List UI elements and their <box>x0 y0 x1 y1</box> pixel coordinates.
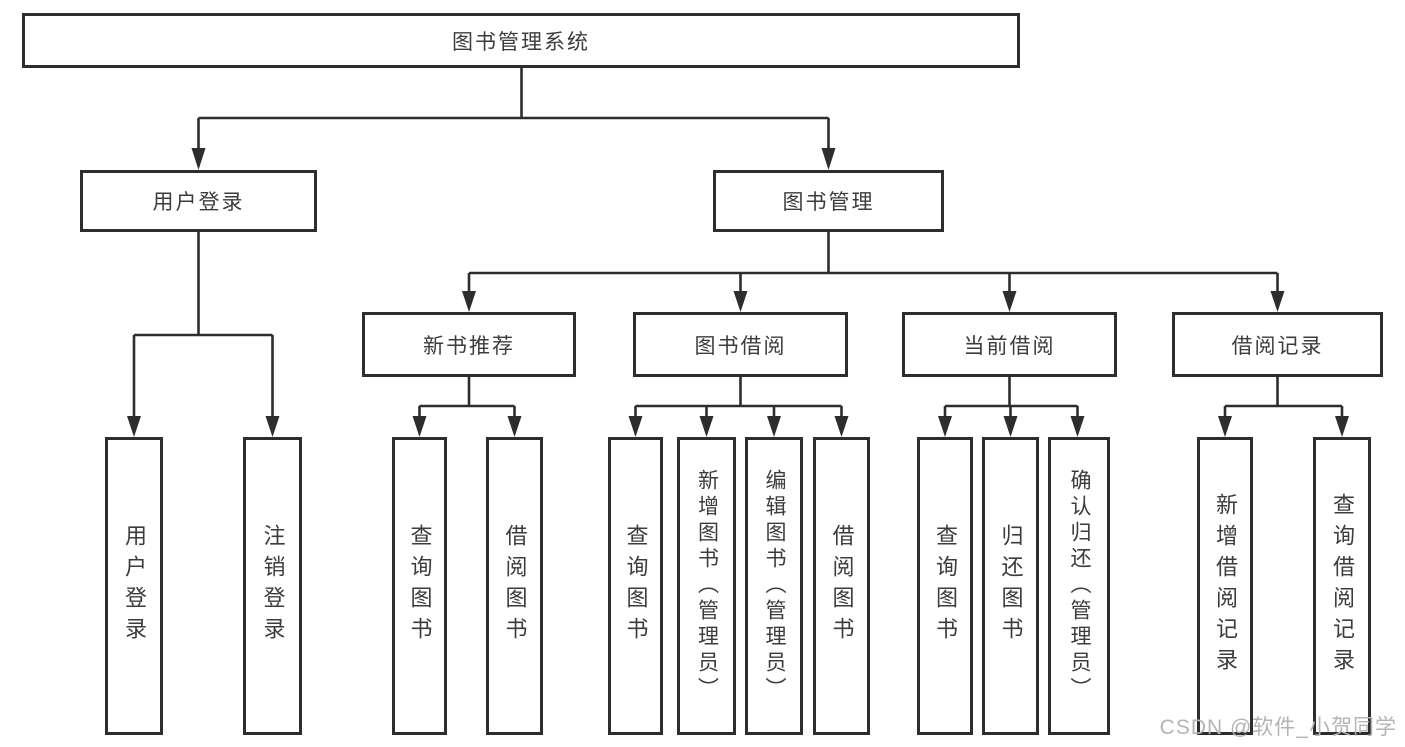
node-new-book-recommend: 新书推荐 <box>362 312 576 377</box>
leaf-query-borrow-record-label: 查询借阅记录 <box>1330 493 1355 679</box>
leaf-borrow-books-recommend-label: 借阅图书 <box>502 524 528 648</box>
node-book-borrow-label: 图书借阅 <box>694 334 787 358</box>
leaf-confirm-return-admin-label: 确认归还（管理员） <box>1068 469 1091 703</box>
leaf-user-login-label: 用户登录 <box>122 524 147 648</box>
root-node: 图书管理系统 <box>22 13 1020 68</box>
leaf-query-books-recommend: 查询图书 <box>392 437 447 735</box>
node-borrow-records: 借阅记录 <box>1172 312 1383 377</box>
leaf-confirm-return-admin: 确认归还（管理员） <box>1048 437 1110 735</box>
leaf-user-login: 用户登录 <box>105 437 163 735</box>
leaf-query-books-borrow: 查询图书 <box>608 437 663 735</box>
leaf-query-books-recommend-label: 查询图书 <box>407 524 433 648</box>
leaf-query-books-current: 查询图书 <box>917 437 973 735</box>
root-node-label: 图书管理系统 <box>452 30 590 54</box>
leaf-edit-book-admin: 编辑图书（管理员） <box>745 437 803 735</box>
node-user-login-label: 用户登录 <box>152 191 245 214</box>
node-borrow-records-label: 借阅记录 <box>1231 334 1324 358</box>
leaf-return-book-label: 归还图书 <box>998 524 1024 648</box>
leaf-add-borrow-record: 新增借阅记录 <box>1197 437 1253 735</box>
node-current-borrow: 当前借阅 <box>902 312 1117 377</box>
leaf-logout-label: 注销登录 <box>260 524 286 648</box>
node-book-borrow: 图书借阅 <box>633 312 848 377</box>
node-user-login: 用户登录 <box>80 170 317 232</box>
leaf-query-borrow-record: 查询借阅记录 <box>1313 437 1371 735</box>
leaf-query-books-borrow-label: 查询图书 <box>623 524 649 648</box>
node-current-borrow-label: 当前借阅 <box>963 334 1056 358</box>
leaf-logout: 注销登录 <box>243 437 302 735</box>
leaf-add-book-admin-label: 新增图书（管理员） <box>695 469 719 703</box>
leaf-borrow-books-label: 借阅图书 <box>829 524 855 648</box>
leaf-borrow-books-recommend: 借阅图书 <box>486 437 543 735</box>
node-new-book-recommend-label: 新书推荐 <box>423 334 515 358</box>
csdn-watermark: CSDN @软件_小贺同学 <box>1159 716 1397 739</box>
node-book-management-label: 图书管理 <box>782 191 875 214</box>
leaf-query-books-current-label: 查询图书 <box>933 524 958 648</box>
leaf-borrow-books: 借阅图书 <box>813 437 870 735</box>
leaf-edit-book-admin-label: 编辑图书（管理员） <box>763 469 786 703</box>
leaf-add-book-admin: 新增图书（管理员） <box>677 437 736 735</box>
leaf-add-borrow-record-label: 新增借阅记录 <box>1213 493 1238 679</box>
node-book-management: 图书管理 <box>713 170 944 232</box>
leaf-return-book: 归还图书 <box>982 437 1039 735</box>
